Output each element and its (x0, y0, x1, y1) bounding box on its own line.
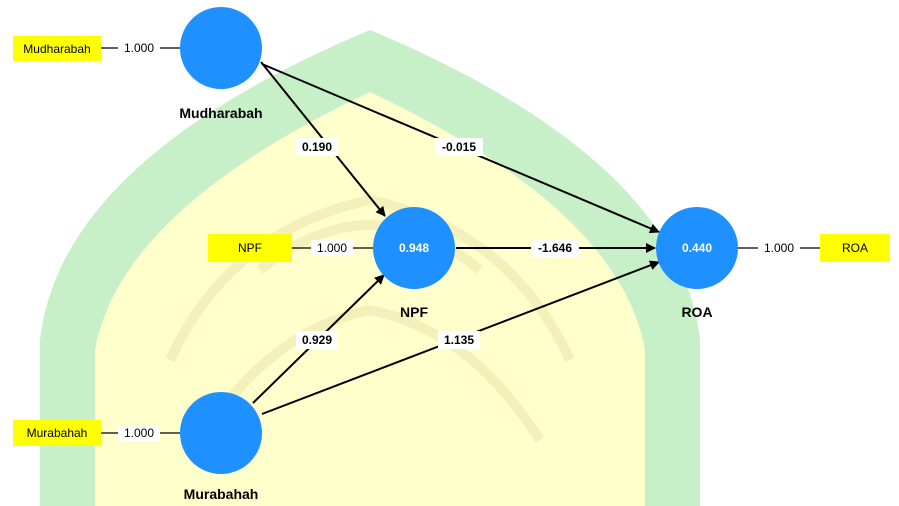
coef-murabahah-roa: 1.135 (444, 333, 474, 347)
construct-labels: Mudharabah NPF ROA Murabahah (179, 105, 712, 502)
indicators: Mudharabah NPF Murabahah ROA (13, 36, 890, 446)
indicator-npf-label: NPF (238, 241, 262, 255)
indicator-npf[interactable]: NPF (208, 234, 292, 262)
construct-murabahah[interactable] (180, 392, 262, 474)
construct-mudharabah-label: Mudharabah (179, 105, 262, 121)
indicator-murabahah[interactable]: Murabahah (13, 420, 101, 446)
coef-npf-roa: -1.646 (538, 241, 572, 255)
loading-roa: 1.000 (764, 241, 794, 255)
construct-mudharabah[interactable] (180, 7, 262, 89)
indicator-roa[interactable]: ROA (820, 234, 890, 262)
construct-npf-label: NPF (400, 304, 428, 320)
construct-roa-value: 0.440 (682, 241, 712, 255)
construct-murabahah-label: Murabahah (184, 486, 259, 502)
construct-roa-label: ROA (681, 304, 712, 320)
construct-npf-value: 0.948 (399, 241, 429, 255)
watermark (40, 30, 700, 506)
path-coefficients: 0.190 -0.015 -1.646 0.929 1.135 (296, 138, 579, 349)
coef-murabahah-npf: 0.929 (302, 333, 332, 347)
indicator-roa-label: ROA (842, 241, 868, 255)
indicator-mudharabah-label: Mudharabah (23, 42, 90, 56)
construct-npf[interactable]: 0.948 (373, 207, 455, 289)
construct-roa[interactable]: 0.440 (656, 207, 738, 289)
loading-npf: 1.000 (317, 241, 347, 255)
indicator-mudharabah[interactable]: Mudharabah (13, 36, 101, 61)
constructs: 0.948 0.440 (180, 7, 738, 474)
indicator-loadings: 1.000 1.000 1.000 1.000 (118, 40, 800, 441)
loading-murabahah: 1.000 (124, 426, 154, 440)
indicator-murabahah-label: Murabahah (27, 426, 88, 440)
coef-mudharabah-npf: 0.190 (302, 140, 332, 154)
loading-mudharabah: 1.000 (124, 41, 154, 55)
coef-mudharabah-roa: -0.015 (442, 140, 476, 154)
